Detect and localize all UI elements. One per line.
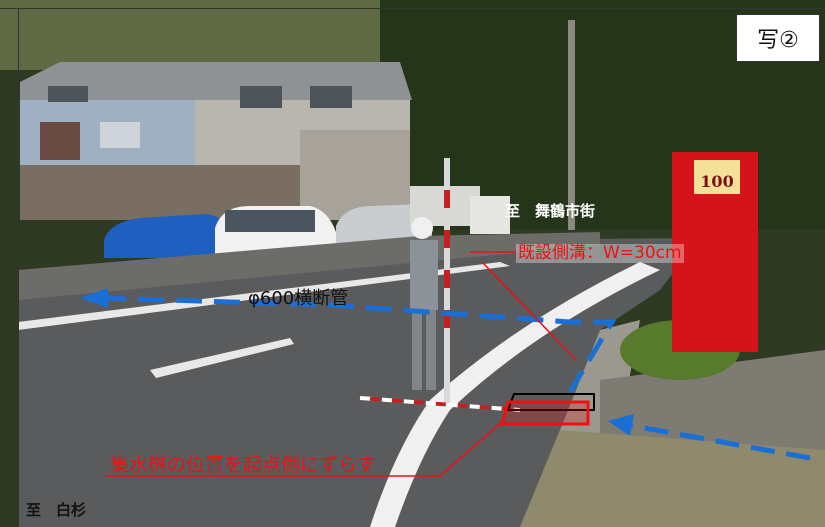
ditch-leader-line — [481, 261, 577, 361]
stairs — [300, 130, 410, 220]
window — [310, 86, 352, 108]
direction-label-maizuru: 至 舞鶴市街 — [505, 202, 596, 220]
worker-body — [410, 240, 438, 310]
staff-band — [444, 270, 450, 288]
survey-rod — [359, 396, 521, 412]
catch-basin-note: 集水桝の位置を起点側にずらす — [110, 454, 376, 476]
frame-border — [18, 8, 19, 527]
relocated-basin-outline — [500, 400, 590, 426]
sign-number: 100 — [700, 172, 733, 191]
frame-border — [0, 8, 825, 9]
existing-basin-outline — [506, 393, 595, 411]
arrow-head-inflow-icon — [608, 414, 634, 436]
window — [240, 86, 282, 108]
direction-label-shirasugi: 至 白杉 — [26, 501, 87, 519]
staff-band — [444, 230, 450, 248]
white-car-windshield — [225, 210, 315, 232]
edge-line — [370, 262, 660, 527]
lane-line — [18, 262, 510, 330]
hard-hat — [411, 217, 433, 239]
photo-number-badge: 写② — [736, 14, 820, 62]
catch-leader-line — [439, 419, 505, 477]
survey-rod-band — [359, 396, 521, 412]
parking-lot — [18, 232, 600, 300]
window — [100, 122, 140, 148]
sign-plate — [694, 160, 740, 194]
asphalt-road — [18, 238, 700, 527]
door — [40, 122, 80, 160]
inflow-arrow — [627, 422, 811, 461]
window — [48, 86, 88, 102]
staff-band — [444, 190, 450, 208]
dashed-center-line — [150, 338, 294, 378]
cross-pipe-label: φ600横断管 — [248, 288, 349, 309]
roadside-grass — [520, 430, 825, 527]
arrow-head-left-icon — [80, 288, 108, 308]
worker-leg — [412, 310, 422, 390]
existing-ditch-label: 既設側溝：W=30cm — [516, 243, 684, 263]
utility-pole — [568, 20, 575, 230]
staff-band — [444, 310, 450, 328]
tree-line — [0, 0, 380, 70]
blue-car — [104, 214, 232, 258]
worker-leg — [426, 310, 436, 390]
flow-path-arrow — [99, 295, 617, 394]
van — [470, 196, 510, 234]
